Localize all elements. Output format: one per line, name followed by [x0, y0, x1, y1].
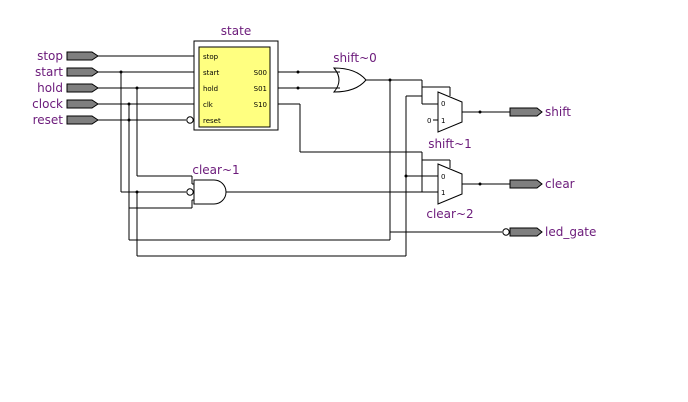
state-pin-s01: S01 — [254, 85, 267, 93]
state-pin-s10: S10 — [254, 101, 267, 109]
or-gate-shape — [332, 67, 367, 93]
output-port-shift[interactable]: shift — [509, 105, 571, 119]
mux-bottom-in0: 0 — [441, 173, 445, 181]
input-label-reset: reset — [33, 113, 64, 127]
input-port-clock[interactable]: clock — [32, 97, 99, 111]
input-port-hold[interactable]: hold — [37, 81, 99, 95]
or-gate-label: shift~0 — [333, 51, 377, 65]
and-gate-clear1[interactable]: clear~1 — [186, 163, 240, 205]
input-port-reset[interactable]: reset — [33, 113, 99, 127]
mux-bottom-label: clear~2 — [426, 207, 473, 221]
mux-top-shape — [437, 91, 463, 133]
and-gate-invert-bubble — [186, 188, 194, 196]
output-label-shift: shift — [545, 105, 571, 119]
output-label-led-gate: led_gate — [545, 225, 596, 239]
and-gate-label: clear~1 — [192, 163, 239, 177]
output-port-clear[interactable]: clear — [509, 177, 575, 191]
input-port-stop[interactable]: stop — [37, 49, 99, 63]
state-pin-reset: reset — [203, 117, 221, 125]
mux-clear2[interactable]: clear~2 0 1 — [422, 159, 474, 221]
input-tap-wires — [119, 70, 406, 257]
state-pin-stop: stop — [203, 53, 219, 61]
mux-top-in1: 1 — [441, 117, 445, 125]
input-label-clock: clock — [32, 97, 63, 111]
mux-bottom-in1: 1 — [441, 189, 445, 197]
input-arrow-reset — [66, 115, 99, 125]
input-label-start: start — [35, 65, 63, 79]
input-arrow-stop — [66, 51, 99, 61]
state-pin-s00: S00 — [254, 69, 267, 77]
state-pin-start: start — [203, 69, 220, 77]
mux-top-label: shift~1 — [428, 137, 472, 151]
input-label-hold: hold — [37, 81, 63, 95]
and-gate-shape — [193, 179, 227, 205]
state-block[interactable]: state stop start hold clk reset S00 S01 … — [193, 24, 279, 131]
input-wires — [98, 55, 196, 124]
state-pin-hold: hold — [203, 85, 218, 93]
input-arrow-start — [66, 67, 99, 77]
output-arrow-led-gate — [509, 227, 543, 237]
state-pin-clk: clk — [203, 101, 214, 109]
input-port-start[interactable]: start — [35, 65, 99, 79]
input-label-stop: stop — [37, 49, 63, 63]
state-inner-box — [198, 46, 271, 128]
output-arrow-shift — [509, 107, 543, 117]
input-arrow-hold — [66, 83, 99, 93]
led-gate-path — [390, 228, 510, 236]
output-arrow-clear — [509, 179, 543, 189]
output-port-led-gate[interactable]: led_gate — [509, 225, 596, 239]
mux-top-const: 0 — [427, 117, 431, 125]
or-gate-shift0[interactable]: shift~0 — [332, 51, 377, 93]
or-output-wires — [366, 78, 438, 256]
output-label-clear: clear — [545, 177, 575, 191]
mux-shift1[interactable]: shift~1 0 1 0 — [422, 86, 472, 151]
state-title: state — [221, 24, 251, 38]
input-arrow-clock — [66, 99, 99, 109]
mux-bottom-shape — [437, 163, 463, 205]
mux-top-in0: 0 — [441, 100, 445, 108]
state-output-wires — [278, 70, 438, 193]
